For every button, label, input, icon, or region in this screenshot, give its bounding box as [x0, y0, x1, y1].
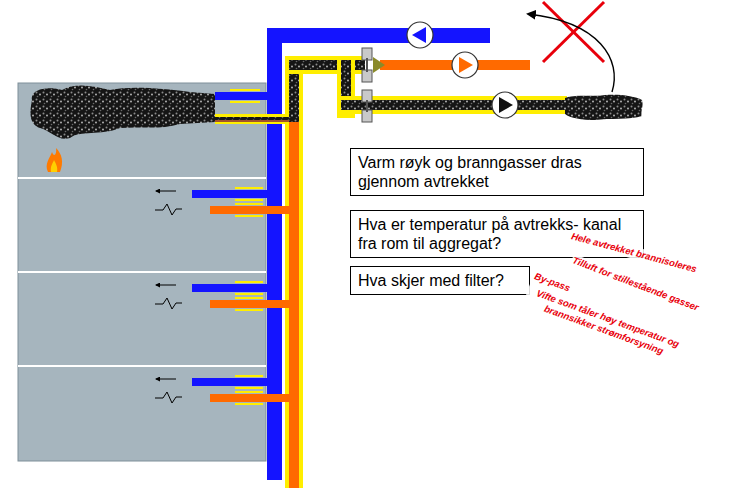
question-text: Hva skjer med filter? — [358, 271, 522, 290]
text-box: Hva er temperatur på avtrekks- kanal fra… — [350, 210, 644, 258]
building — [18, 83, 266, 461]
exhaust-duct — [289, 120, 299, 488]
text-box: Hva skjer med filter? — [350, 266, 530, 295]
fire-symbol — [47, 148, 62, 172]
supply-duct — [267, 28, 490, 43]
damper — [362, 48, 372, 122]
supply-duct — [267, 28, 282, 480]
blocked-mark — [543, 2, 604, 62]
duct-branches — [155, 89, 289, 405]
smoke-cloud — [30, 85, 215, 138]
fan-symbol — [407, 22, 518, 118]
question-text: Varm røyk og branngasser dras gjennom av… — [358, 153, 636, 191]
text-box: Varm røyk og branngasser dras gjennom av… — [350, 148, 644, 196]
smoke-duct — [285, 56, 567, 118]
smoke-plume — [565, 95, 643, 120]
recirculation-arrow — [528, 14, 614, 92]
flow-arrow — [373, 57, 385, 73]
